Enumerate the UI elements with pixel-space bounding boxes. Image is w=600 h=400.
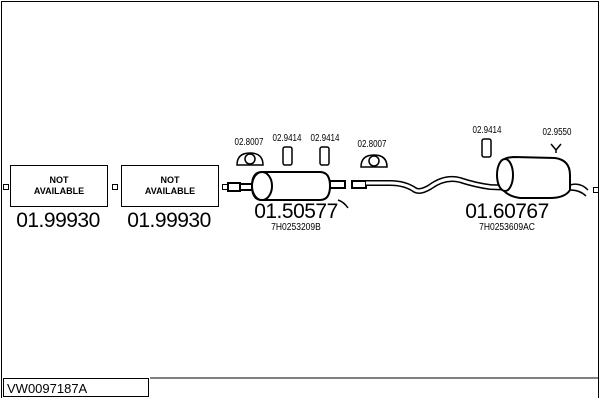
part-number[interactable]: 01.99930 xyxy=(127,209,211,232)
fitting-number[interactable]: 02.9550 xyxy=(542,127,572,138)
diagram-code: VW0097187A xyxy=(3,378,149,397)
connector-icon xyxy=(3,184,9,190)
part-number[interactable]: 01.60767 xyxy=(465,200,549,223)
oem-number: 7H0253209B xyxy=(271,222,321,233)
bracket-icon xyxy=(550,143,562,153)
part-number[interactable]: 01.99930 xyxy=(16,209,100,232)
hanger-icon xyxy=(282,146,293,166)
fitting-number[interactable]: 02.8007 xyxy=(234,137,264,148)
connector-icon xyxy=(112,184,118,190)
oem-number: 7H0253609AC xyxy=(479,222,535,233)
fitting-number[interactable]: 02.9414 xyxy=(310,133,340,144)
rear-silencer-drawing xyxy=(496,155,589,199)
connector-icon xyxy=(222,184,228,190)
part-number[interactable]: 01.50577 xyxy=(254,200,338,223)
hanger-icon xyxy=(481,138,492,158)
clamps xyxy=(236,138,562,168)
fitting-number[interactable]: 02.8007 xyxy=(357,139,387,150)
status-text: AVAILABLE xyxy=(33,186,85,196)
front-silencer-drawing xyxy=(227,171,367,209)
status-text: NOT xyxy=(49,175,69,185)
part-box-not-available: NOT AVAILABLE xyxy=(10,165,108,207)
status-text: NOT xyxy=(160,175,180,185)
part-box-not-available: NOT AVAILABLE xyxy=(121,165,219,207)
status-text: AVAILABLE xyxy=(144,186,196,196)
mid-pipe-drawing xyxy=(366,175,516,194)
hanger-icon xyxy=(319,146,330,166)
fitting-number[interactable]: 02.9414 xyxy=(472,125,502,136)
connector-icon xyxy=(593,187,599,193)
fitting-number[interactable]: 02.9414 xyxy=(272,133,302,144)
